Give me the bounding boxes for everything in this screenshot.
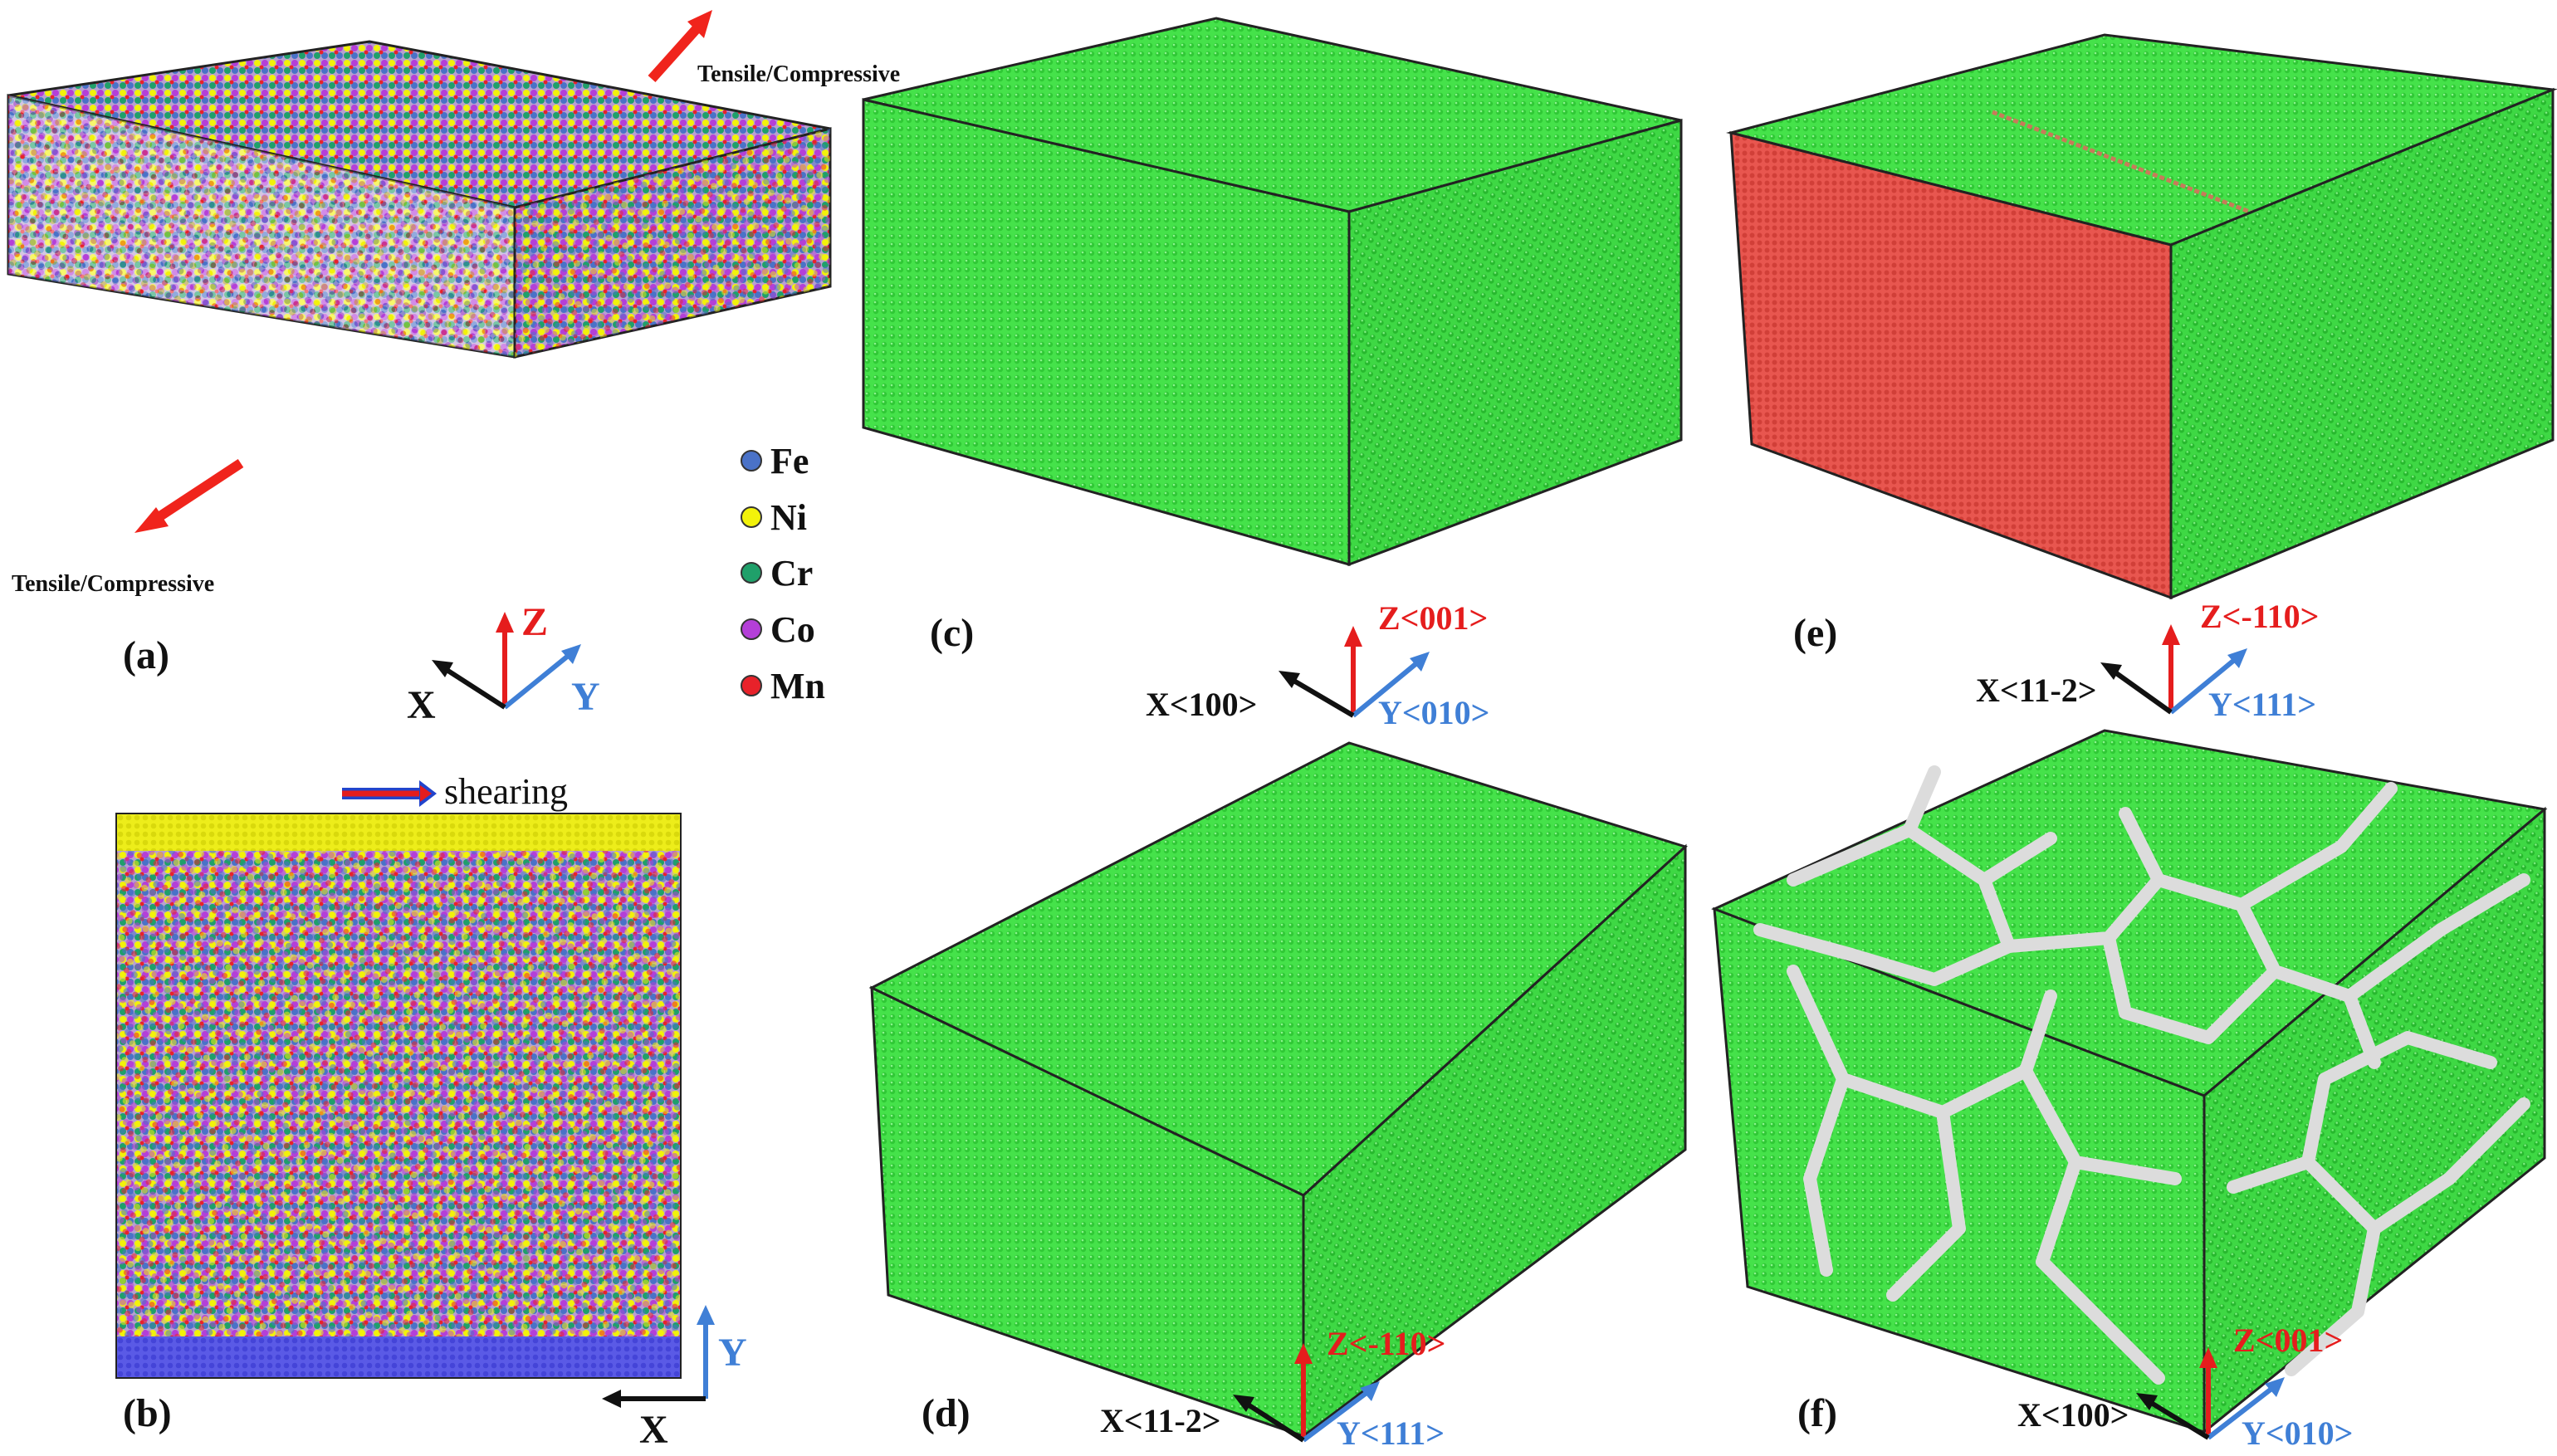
axis-label-z-d: Z<-110> — [1327, 1325, 1445, 1362]
legend-label-cr: Cr — [770, 553, 813, 594]
panel-label-f: (f) — [1797, 1391, 1837, 1435]
axis-triad-a — [432, 612, 581, 710]
axis-label-y-b: Y — [718, 1331, 747, 1375]
axis-label-z-f: Z<001> — [2233, 1322, 2343, 1359]
legend-item-co: Co — [741, 609, 815, 650]
load-label-top: Tensile/Compressive — [697, 61, 900, 87]
axis-label-z-e: Z<-110> — [2200, 598, 2319, 635]
legend-item-fe: Fe — [741, 441, 809, 481]
axis-label-x-d: X<11-2> — [1100, 1402, 1221, 1439]
axis-label-z-a: Z — [521, 600, 548, 644]
axis-label-y-e: Y<111> — [2208, 686, 2316, 723]
legend-label-mn: Mn — [770, 666, 825, 706]
axis-label-y-d: Y<111> — [1337, 1414, 1445, 1452]
load-arrow-bottom — [134, 458, 244, 533]
panel-b-slab — [115, 813, 682, 1379]
panel-d-box — [868, 741, 1688, 1439]
panel-label-d: (d) — [922, 1391, 970, 1435]
panel-label-b: (b) — [123, 1391, 172, 1435]
panel-c-box — [862, 17, 1683, 567]
axis-label-y-c: Y<010> — [1378, 694, 1489, 731]
panel-e-box — [1726, 33, 2557, 600]
axis-label-y-f: Y<010> — [2242, 1414, 2353, 1452]
panel-label-a: (a) — [123, 633, 169, 677]
legend-label-fe: Fe — [770, 441, 809, 481]
shearing-arrow — [342, 780, 437, 807]
panel-label-e: (e) — [1793, 611, 1837, 655]
load-label-bottom: Tensile/Compressive — [12, 571, 214, 597]
load-arrow-top — [648, 10, 712, 83]
axis-label-x-b: X — [639, 1408, 668, 1452]
panel-a-box — [7, 40, 832, 359]
axis-triad-f — [2136, 1347, 2285, 1440]
axis-label-z-c: Z<001> — [1378, 599, 1488, 637]
legend-item-mn: Mn — [741, 666, 825, 706]
axis-triad-d — [1233, 1343, 1380, 1443]
axis-label-x-c: X<100> — [1146, 686, 1257, 723]
legend: Fe Ni Cr Co Mn — [741, 441, 825, 706]
legend-item-cr: Cr — [741, 553, 813, 594]
legend-label-ni: Ni — [770, 497, 807, 538]
axis-triad-e — [2100, 624, 2247, 715]
axis-label-x-e: X<11-2> — [1976, 672, 2097, 709]
axis-label-y-a: Y — [571, 675, 600, 719]
axis-triad-c — [1278, 626, 1430, 718]
grain-boundaries — [1753, 765, 2530, 1385]
axis-label-x-f: X<100> — [2017, 1396, 2129, 1434]
panel-label-c: (c) — [930, 611, 974, 655]
shearing-label: shearing — [444, 771, 568, 812]
axis-triad-b — [602, 1305, 715, 1408]
axis-label-x-a: X — [407, 683, 436, 727]
legend-label-co: Co — [770, 609, 815, 650]
legend-item-ni: Ni — [741, 497, 807, 538]
